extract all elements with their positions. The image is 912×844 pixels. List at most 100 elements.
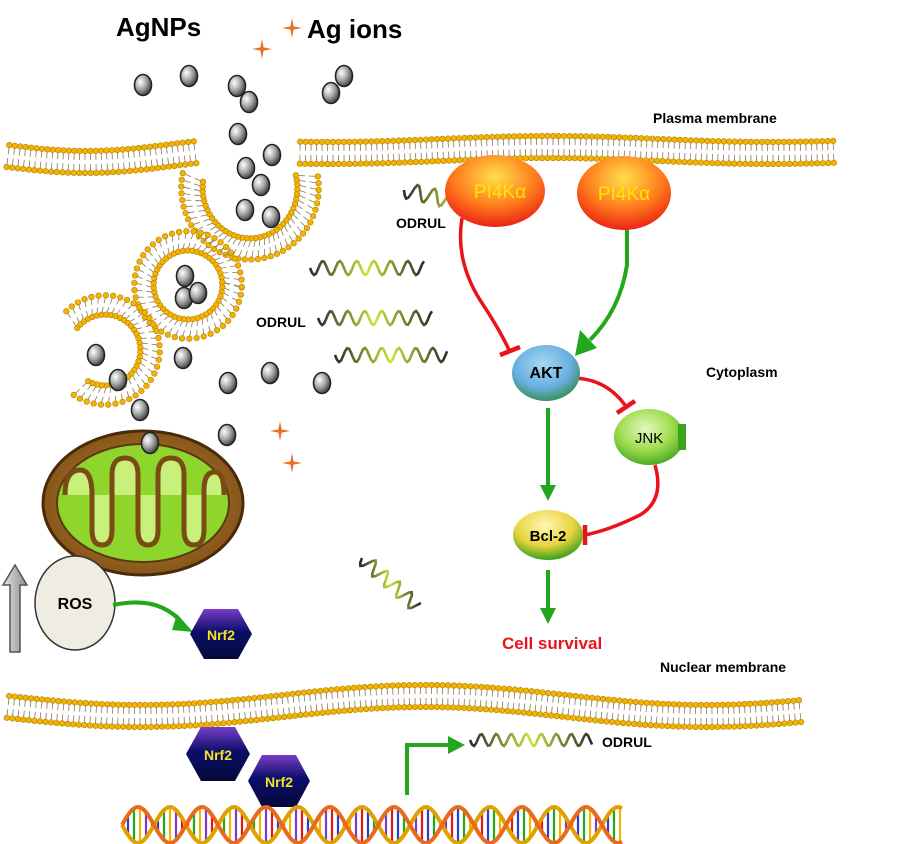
nuclear-membrane-lipid-head: [317, 687, 324, 694]
nuclear-membrane-lipid-head: [281, 713, 288, 721]
nuclear-membrane-lipid-head: [774, 698, 781, 706]
nuclear-membrane-lipid-head: [236, 718, 244, 725]
nuclear-membrane-lipid-head: [262, 693, 269, 700]
plasma-membrane-lipid-head: [709, 137, 716, 145]
akt-to-jnk-inhibition: [571, 376, 627, 407]
plasma-membrane-lipid-head: [411, 136, 419, 144]
vesicle-lipid-head: [153, 327, 160, 335]
plasma-membrane-lipid-head: [302, 160, 309, 167]
invagination-lipid-head: [178, 183, 185, 190]
odrul-strand: [358, 557, 422, 610]
vesicle-lipid-head: [97, 401, 105, 408]
plasma-membrane-lipid-head: [533, 154, 540, 162]
pi4ka-label-1: PI4Kα: [474, 182, 526, 203]
transcription-arrowhead-icon: [448, 736, 465, 754]
nuclear-membrane-lipid-head: [654, 700, 661, 707]
plasma-membrane-lipid-head: [797, 138, 804, 145]
nuclear-membrane-lipid-head: [185, 700, 192, 707]
nuclear-membrane-lipid-head: [493, 707, 500, 714]
plasma-membrane-lipid-head: [792, 160, 799, 167]
cytoplasm-label: Cytoplasm: [706, 364, 778, 380]
odrul-strand: [308, 259, 426, 277]
nuclear-membrane-lipid-head: [339, 685, 346, 692]
nuclear-membrane-lipid-head: [198, 721, 205, 728]
plasma-membrane-lipid-head: [698, 137, 705, 144]
vesicle-lipid-head: [193, 334, 200, 342]
nuclear-membrane-lipid-head: [275, 714, 282, 721]
jnk-to-bcl2-inhibition: [584, 464, 660, 537]
nuclear-membrane-lipid-head: [725, 723, 732, 730]
plasma-membrane-lipid-head: [38, 145, 46, 152]
plasma-membrane-lipid-head: [687, 137, 695, 144]
nuclear-membrane-lipid-head: [31, 717, 38, 724]
vesicle-lipid-head: [124, 296, 131, 304]
plasma-membrane-lipid-head: [390, 159, 397, 166]
nuclear-membrane-lipid-head: [306, 688, 313, 696]
odrul-label-3: ODRUL: [602, 734, 652, 750]
vesicle-lipid-head: [155, 334, 162, 342]
nuclear-membrane-lipid-head: [300, 689, 307, 696]
plasma-membrane-lipid-head: [318, 160, 326, 168]
nuclear-membrane-lipid-head: [55, 697, 62, 705]
nuclear-membrane-lipid-head: [578, 693, 585, 700]
vesicle-lipid-head: [133, 265, 140, 272]
plasma-membrane-lipid-head: [352, 160, 359, 167]
plasma-membrane-lipid-head: [538, 154, 546, 162]
nuclear-membrane-lipid-head: [583, 694, 590, 701]
nuclear-membrane-lipid-head: [564, 714, 571, 721]
nuclear-membrane-lipid-head: [109, 701, 116, 708]
nuclear-membrane-lipid-head: [642, 721, 649, 728]
plasma-membrane-lipid-head: [400, 137, 408, 144]
plasma-membrane-lipid-head: [302, 138, 309, 145]
invagination-lipid-head: [273, 250, 281, 257]
invagination-lipid-head: [295, 235, 302, 242]
nuclear-membrane-lipid-head: [757, 700, 764, 707]
vesicle-lipid-head: [102, 292, 109, 299]
nuclear-membrane-lipid-head: [616, 697, 623, 704]
plasma-membrane-lipid-head: [764, 160, 771, 168]
nuclear-membrane-lipid-head: [531, 710, 538, 717]
plasma-membrane-lipid-head: [720, 138, 727, 145]
nuclear-membrane-lipid-head: [703, 701, 710, 709]
nuclear-membrane-lipid-head: [75, 721, 82, 728]
nuclear-membrane-lipid-head: [621, 697, 629, 705]
odrul-strand: [468, 732, 594, 748]
plasma-membrane-lipid-head: [182, 161, 189, 168]
plasma-membrane-lipid-head: [329, 160, 337, 168]
nuclear-membrane-lipid-head: [708, 701, 716, 709]
vesicle-lipid-head: [144, 246, 151, 253]
plasma-membrane-lipid-head: [594, 133, 601, 140]
nuclear-membrane-lipid-head: [764, 721, 771, 728]
nuclear-membrane-lipid-head: [504, 707, 511, 715]
silver-ion-icon: [270, 421, 290, 441]
plasma-membrane-lipid-head: [104, 169, 111, 176]
nuclear-membrane-lipid-head: [467, 683, 474, 690]
vesicle-lipid-head: [132, 294, 139, 301]
invagination-lipid-head: [310, 213, 317, 220]
plasma-membrane-lipid-head: [665, 136, 673, 143]
pi4ka-node-2: [577, 156, 671, 230]
vesicle-lipid-head: [140, 252, 147, 259]
nuclear-membrane-lipid-head: [225, 719, 233, 726]
nuclear-membrane-lipid-head: [311, 688, 318, 695]
plasma-membrane-lipid-head: [374, 160, 381, 167]
nuclear-membrane-lipid-head: [341, 707, 348, 714]
silver-nanoparticle: [140, 431, 160, 455]
nuclear-membrane-lipid-head: [406, 682, 413, 689]
plasma-membrane-lipid-head: [753, 138, 760, 146]
nuclear-membrane-lipid-head: [131, 723, 138, 731]
silver-nanoparticle: [188, 281, 208, 305]
nuclear-membrane-lipid-head: [781, 720, 788, 727]
nuclear-membrane-lipid-head: [395, 704, 402, 711]
nuclear-membrane-lipid-head: [506, 686, 513, 693]
nuclear-membrane-lipid-head: [209, 720, 216, 728]
nuclear-membrane-lipid-head: [286, 713, 293, 720]
nuclear-membrane-lipid-head: [401, 704, 408, 711]
nuclear-membrane-lipid-head: [218, 698, 225, 705]
nuclear-membrane-lipid-head: [747, 722, 755, 729]
nuclear-membrane-lipid-head: [608, 718, 616, 726]
nuclear-membrane-lipid-head: [86, 722, 93, 729]
nuclear-membrane-lipid-head: [515, 708, 522, 716]
nuclear-membrane-lipid-head: [692, 701, 699, 709]
